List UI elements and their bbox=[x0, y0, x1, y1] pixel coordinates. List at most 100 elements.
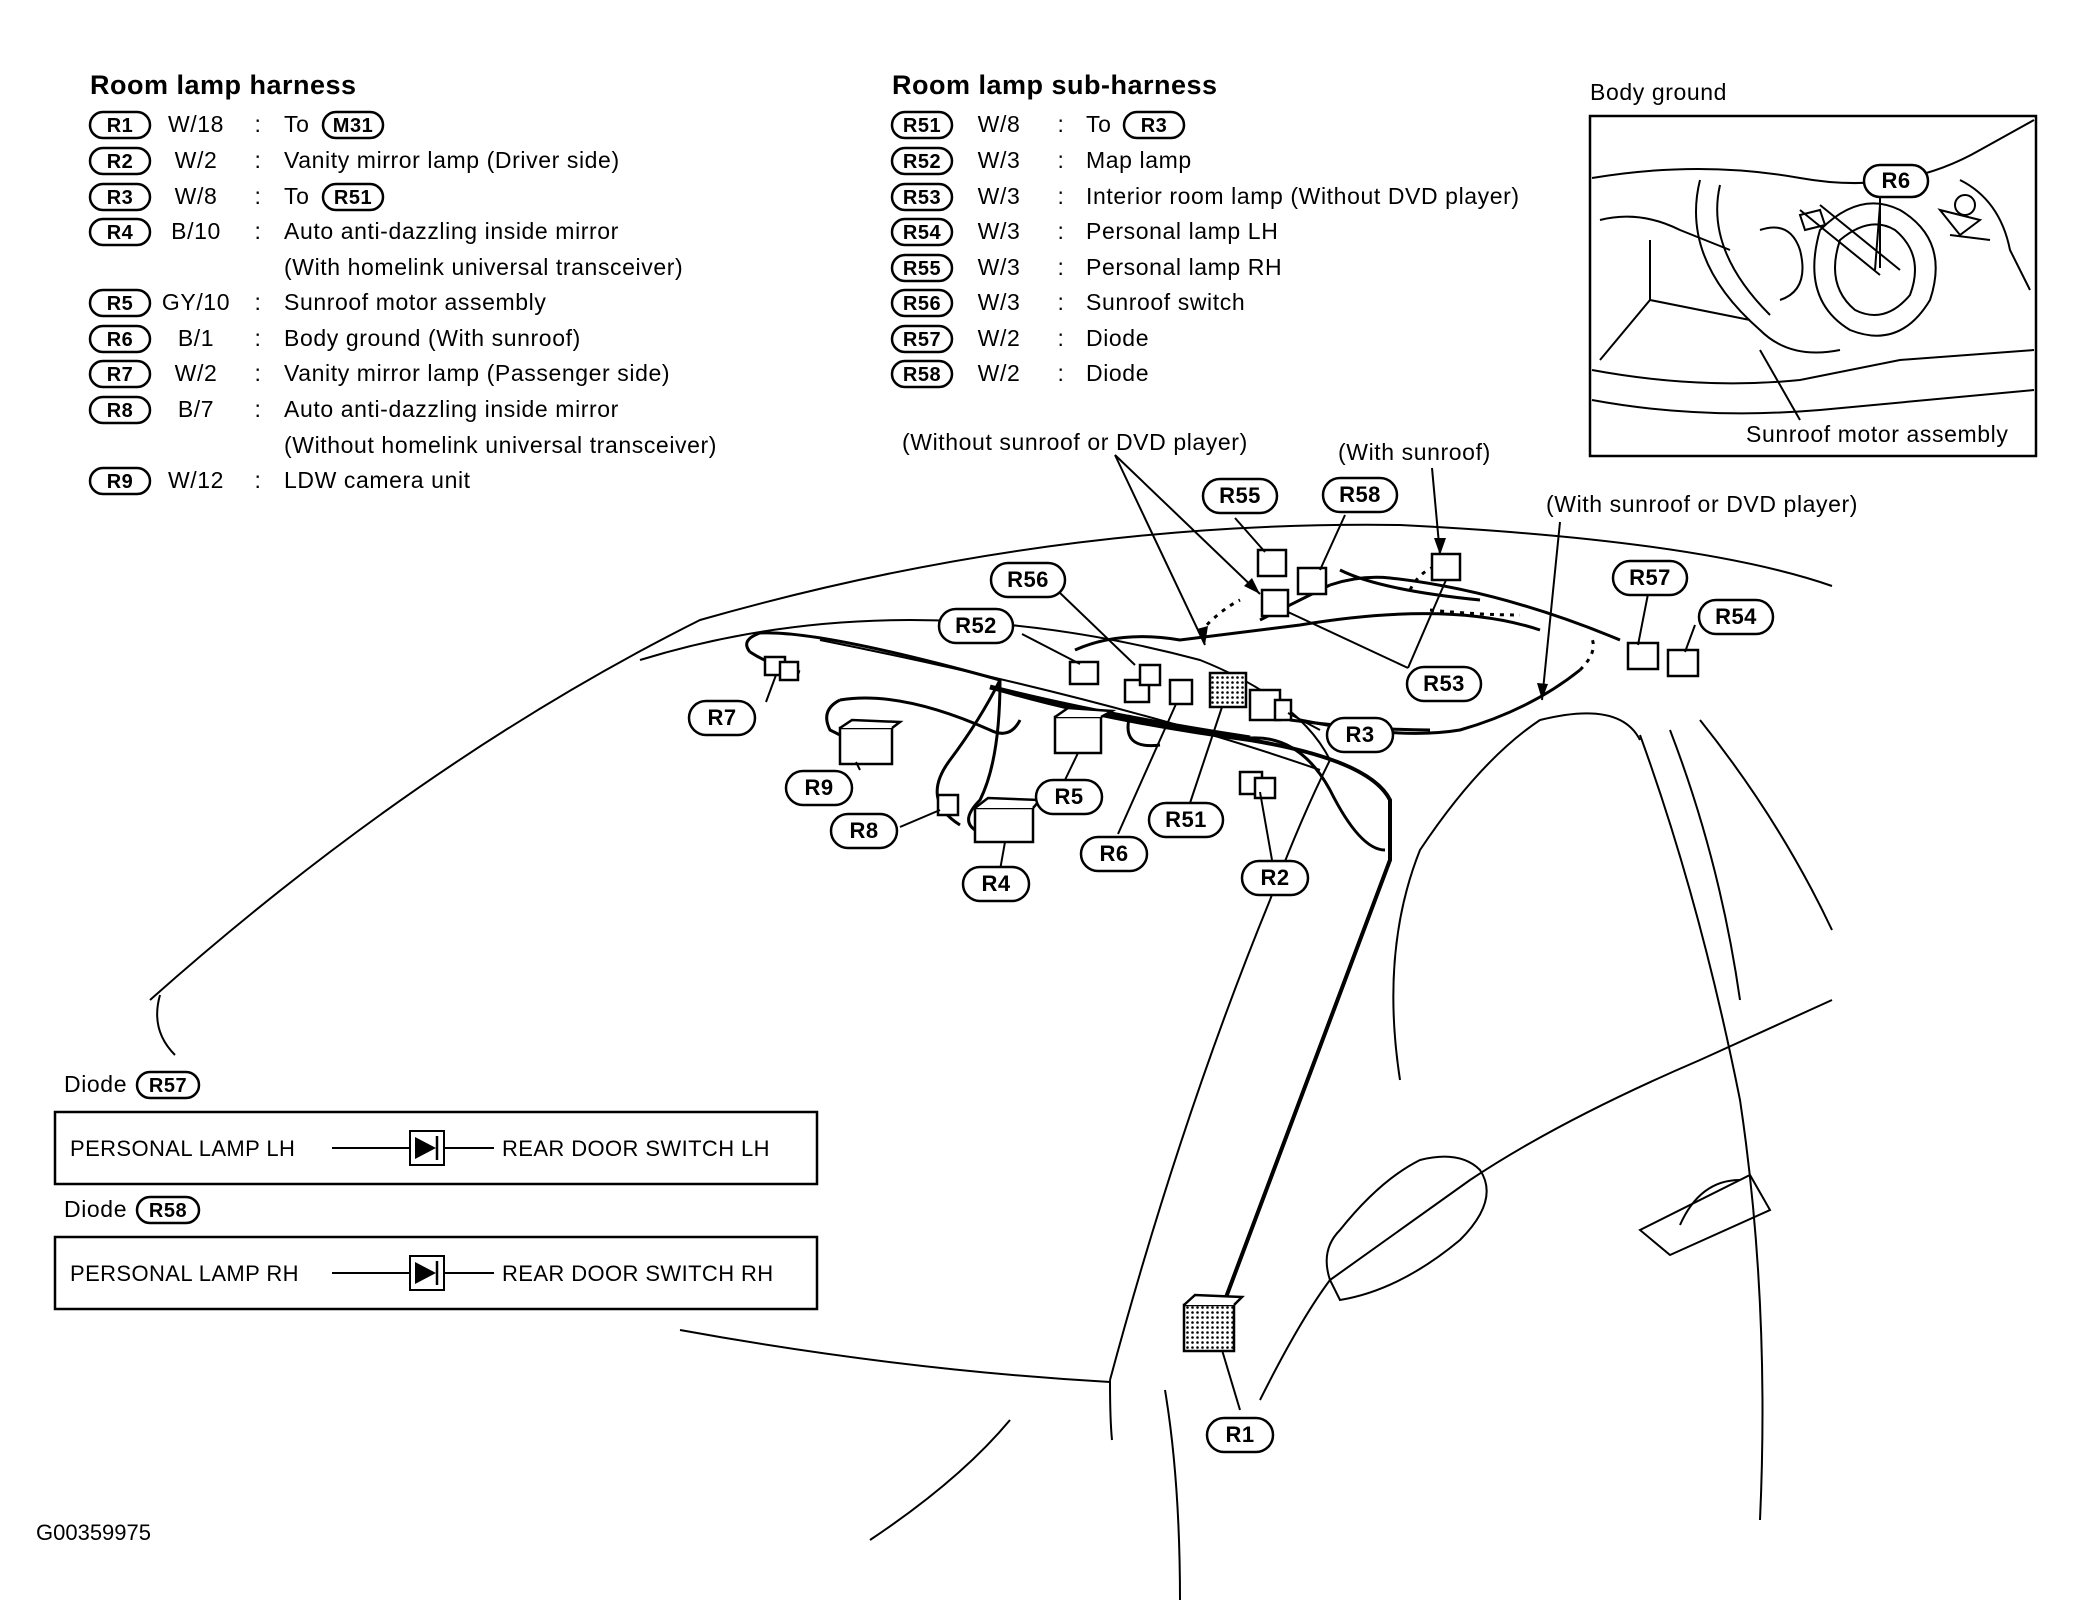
inset-callout-r6-label: R6 bbox=[1881, 168, 1910, 193]
callout-r4-frame bbox=[961, 865, 1031, 903]
row-code-badge: R2 bbox=[88, 146, 152, 176]
callout-r1: R1 bbox=[1205, 1416, 1275, 1454]
callout-r5-label: R5 bbox=[1054, 784, 1083, 809]
callout-r51-frame bbox=[1147, 801, 1225, 839]
connector-r9 bbox=[838, 726, 894, 766]
callout-r56-frame bbox=[989, 561, 1067, 599]
row-code-badge: R9 bbox=[88, 466, 152, 496]
diode-symbol-icon bbox=[415, 1262, 436, 1284]
row-wire: W/2 bbox=[175, 360, 218, 386]
callout-r3-frame bbox=[1325, 716, 1395, 754]
callout-r5: R5 bbox=[1034, 778, 1104, 816]
row-wire: W/3 bbox=[978, 218, 1021, 244]
row-description: Interior room lamp (Without DVD player) bbox=[1086, 183, 1520, 209]
row-code-badge: R1 bbox=[88, 110, 152, 140]
row-separator: : bbox=[255, 325, 262, 351]
connector-r52 bbox=[1068, 660, 1100, 686]
note-with-sunroof: (With sunroof) bbox=[1338, 439, 1491, 465]
row-code-badge: R52 bbox=[890, 146, 954, 176]
row-separator: : bbox=[1058, 183, 1065, 209]
row-code-badge-label: R52 bbox=[903, 151, 941, 173]
body-ground-inset: Body ground R6 Sunroof motor assem bbox=[1588, 79, 2038, 458]
callout-r58: R58 bbox=[1321, 476, 1399, 514]
row-code-badge: R51 bbox=[890, 110, 954, 140]
callout-r52-label: R52 bbox=[955, 613, 997, 638]
connector-r6 bbox=[1168, 678, 1194, 706]
callout-r6-label: R6 bbox=[1099, 841, 1128, 866]
inset-label-leader bbox=[1759, 349, 1801, 421]
callout-r56-label: R56 bbox=[1007, 567, 1049, 592]
row-wire: GY/10 bbox=[162, 289, 230, 315]
callout-r8: R8 bbox=[829, 812, 899, 850]
row-description: LDW camera unit bbox=[284, 467, 471, 493]
row-ref-badge-label: R51 bbox=[334, 187, 372, 209]
row-code-badge: R5 bbox=[88, 288, 152, 318]
row-ref-badge: R3 bbox=[1122, 110, 1186, 140]
row-separator: : bbox=[1058, 325, 1065, 351]
diode-right-label: REAR DOOR SWITCH RH bbox=[502, 1261, 774, 1286]
row-description: Diode bbox=[1086, 360, 1149, 386]
row-code-badge-frame bbox=[88, 182, 152, 212]
callout-r6-frame bbox=[1079, 835, 1149, 873]
callout-r7-frame bbox=[687, 699, 757, 737]
diode-frame bbox=[53, 1235, 819, 1311]
callout-r7: R7 bbox=[687, 699, 757, 737]
row-code-badge-frame bbox=[88, 217, 152, 247]
row-separator: : bbox=[255, 218, 262, 244]
row-code-badge: R8 bbox=[88, 395, 152, 425]
callout-r2-frame bbox=[1240, 859, 1310, 897]
connector-r53 bbox=[1260, 588, 1290, 618]
row-description-cont: (Without homelink universal transceiver) bbox=[284, 432, 717, 458]
callout-r4-label: R4 bbox=[981, 871, 1010, 896]
connector-r53-alt bbox=[1430, 552, 1462, 582]
row-separator: : bbox=[1058, 289, 1065, 315]
callout-r57-frame bbox=[1611, 559, 1689, 597]
row-code-badge-frame bbox=[890, 359, 954, 389]
row-code-badge-label: R7 bbox=[107, 364, 134, 386]
connector-r1 bbox=[1182, 1303, 1236, 1353]
callout-r2: R2 bbox=[1240, 859, 1310, 897]
row-description: Sunroof switch bbox=[1086, 289, 1245, 315]
row-description: Personal lamp LH bbox=[1086, 218, 1278, 244]
connectors bbox=[763, 548, 1700, 844]
row-code-badge-frame bbox=[88, 395, 152, 425]
row-code-badge: R53 bbox=[890, 182, 954, 212]
row-code-badge-label: R8 bbox=[107, 400, 134, 422]
row-separator: : bbox=[1058, 254, 1065, 280]
row-wire: W/2 bbox=[978, 360, 1021, 386]
row-wire: W/3 bbox=[978, 183, 1021, 209]
callout-r1-label: R1 bbox=[1225, 1422, 1254, 1447]
row-code-badge-frame bbox=[890, 253, 954, 283]
callout-r51-label: R51 bbox=[1165, 807, 1207, 832]
row-code-badge: R55 bbox=[890, 253, 954, 283]
row-separator: : bbox=[1058, 360, 1065, 386]
row-code-badge-label: R55 bbox=[903, 258, 941, 280]
row-separator: : bbox=[255, 147, 262, 173]
shaded-connectors bbox=[1182, 671, 1248, 1353]
callout-r4: R4 bbox=[961, 865, 1031, 903]
row-description: Vanity mirror lamp (Driver side) bbox=[284, 147, 620, 173]
row-code-badge-frame bbox=[88, 146, 152, 176]
row-separator: : bbox=[255, 467, 262, 493]
row-description: Diode bbox=[1086, 325, 1149, 351]
row-code-badge-frame bbox=[890, 217, 954, 247]
row-separator: : bbox=[255, 111, 262, 137]
callout-r56: R56 bbox=[989, 561, 1067, 599]
row-code-badge: R58 bbox=[890, 359, 954, 389]
callout-r57-label: R57 bbox=[1629, 565, 1671, 590]
callout-r9-frame bbox=[784, 769, 854, 807]
row-wire: W/12 bbox=[168, 467, 224, 493]
inset-callout-r6: R6 bbox=[1862, 163, 1930, 199]
callout-r9: R9 bbox=[784, 769, 854, 807]
row-separator: : bbox=[255, 396, 262, 422]
diode-code-badge-frame bbox=[135, 1195, 201, 1225]
callout-r54: R54 bbox=[1697, 598, 1775, 636]
